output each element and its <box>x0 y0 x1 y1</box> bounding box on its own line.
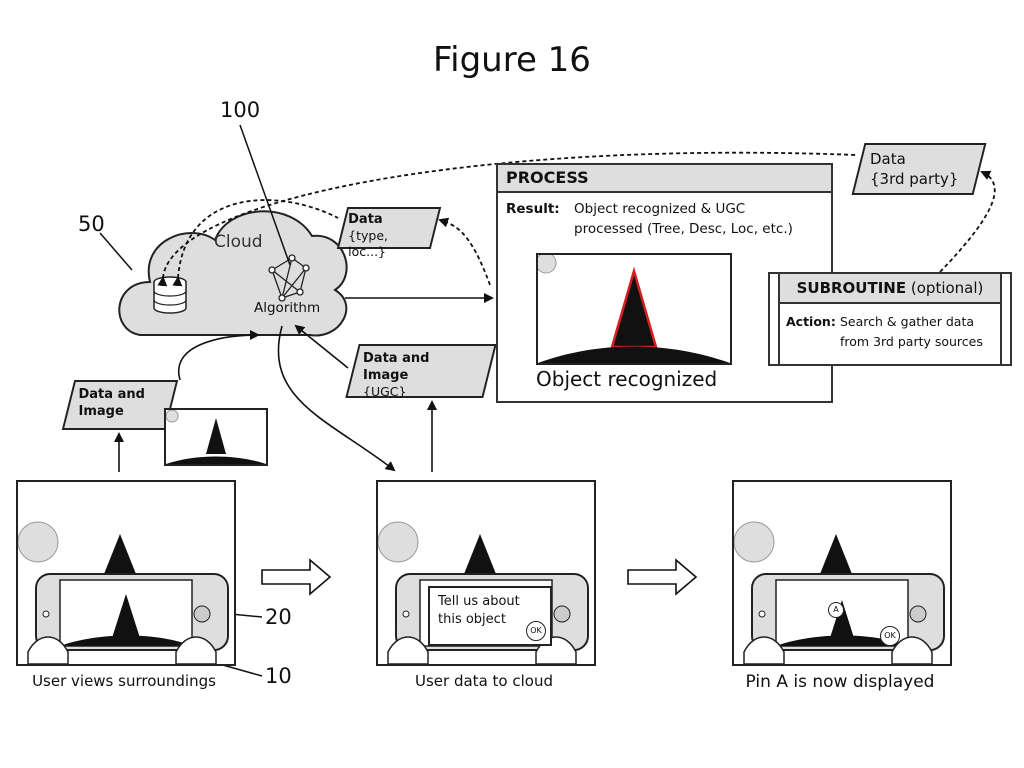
panel-1-caption: User views surroundings <box>32 672 216 690</box>
algorithm-label: Algorithm <box>254 300 321 316</box>
process-result-line2: processed (Tree, Desc, Loc, etc.) <box>574 221 793 237</box>
prompt-dialog[interactable]: Tell us about this object OK <box>428 586 552 646</box>
subroutine-action-label: Action: <box>786 314 836 329</box>
panel-user-views-illustration <box>18 521 229 664</box>
prompt-line1: Tell us about <box>438 594 520 609</box>
recognized-tree-image <box>538 255 730 363</box>
process-result-line1: Object recognized & UGC <box>574 201 746 217</box>
subroutine-box: SUBROUTINE (optional) Action: Search & g… <box>768 272 1012 366</box>
ref-number-100: 100 <box>220 98 261 122</box>
data-image-ugc-sub: {UGC} <box>363 384 407 399</box>
process-result-label: Result: <box>506 201 560 217</box>
panel-2-caption: User data to cloud <box>415 672 553 690</box>
panel-user-data: Tell us about this object OK <box>376 480 596 666</box>
tree-thumbnail-image <box>166 410 266 464</box>
subroutine-left-rule <box>778 274 780 364</box>
prompt-line2: this object <box>438 612 506 627</box>
data-typeloc-sub: {type, loc...} <box>348 228 388 259</box>
data-3rd-party-box: Data {3rd party} <box>851 143 987 195</box>
ref-number-50: 50 <box>78 212 105 236</box>
subroutine-right-rule <box>1000 274 1002 364</box>
cloud-label: Cloud <box>214 232 263 252</box>
subroutine-header-rest: (optional) <box>910 279 984 297</box>
panel-user-views <box>16 480 236 666</box>
ref-number-10: 10 <box>265 664 292 688</box>
panel-3-caption: Pin A is now displayed <box>745 672 935 692</box>
flow-arrow-2 <box>627 558 698 596</box>
ok-button[interactable]: OK <box>880 626 900 646</box>
tree-thumbnail <box>164 408 268 466</box>
data-image-left-box: Data and Image <box>61 380 179 430</box>
figure-title: Figure 16 <box>433 40 591 80</box>
data-3rd-party-title: Data <box>870 150 906 168</box>
subroutine-header: SUBROUTINE (optional) <box>780 274 1000 304</box>
panel-pin-displayed: A OK <box>732 480 952 666</box>
object-recognized-caption: Object recognized <box>536 367 718 391</box>
subroutine-action-line2: from 3rd party sources <box>840 334 983 349</box>
subroutine-header-bold: SUBROUTINE <box>796 279 907 297</box>
data-image-ugc-box: Data and Image {UGC} <box>345 344 497 399</box>
data-typeloc-title: Data <box>348 212 383 227</box>
panel-pin-displayed-illustration <box>734 521 945 664</box>
data-3rd-party-sub: {3rd party} <box>870 170 959 188</box>
flow-arrow-1 <box>261 558 332 596</box>
database-icon <box>153 276 187 314</box>
pin-marker[interactable]: A <box>828 602 844 618</box>
ref-number-20: 20 <box>265 605 292 629</box>
data-image-ugc-title: Data and Image <box>363 351 430 383</box>
ok-button[interactable]: OK <box>526 621 546 641</box>
process-header: PROCESS <box>498 165 831 193</box>
cloud-shape <box>118 210 348 337</box>
recognized-image <box>536 253 732 365</box>
data-image-left-line1: Data and <box>78 387 145 402</box>
data-image-left-line2: Image <box>78 404 124 419</box>
network-icon <box>268 254 310 302</box>
subroutine-action-line1: Search & gather data <box>840 314 975 329</box>
data-typeloc-box: Data {type, loc...} <box>336 207 442 259</box>
